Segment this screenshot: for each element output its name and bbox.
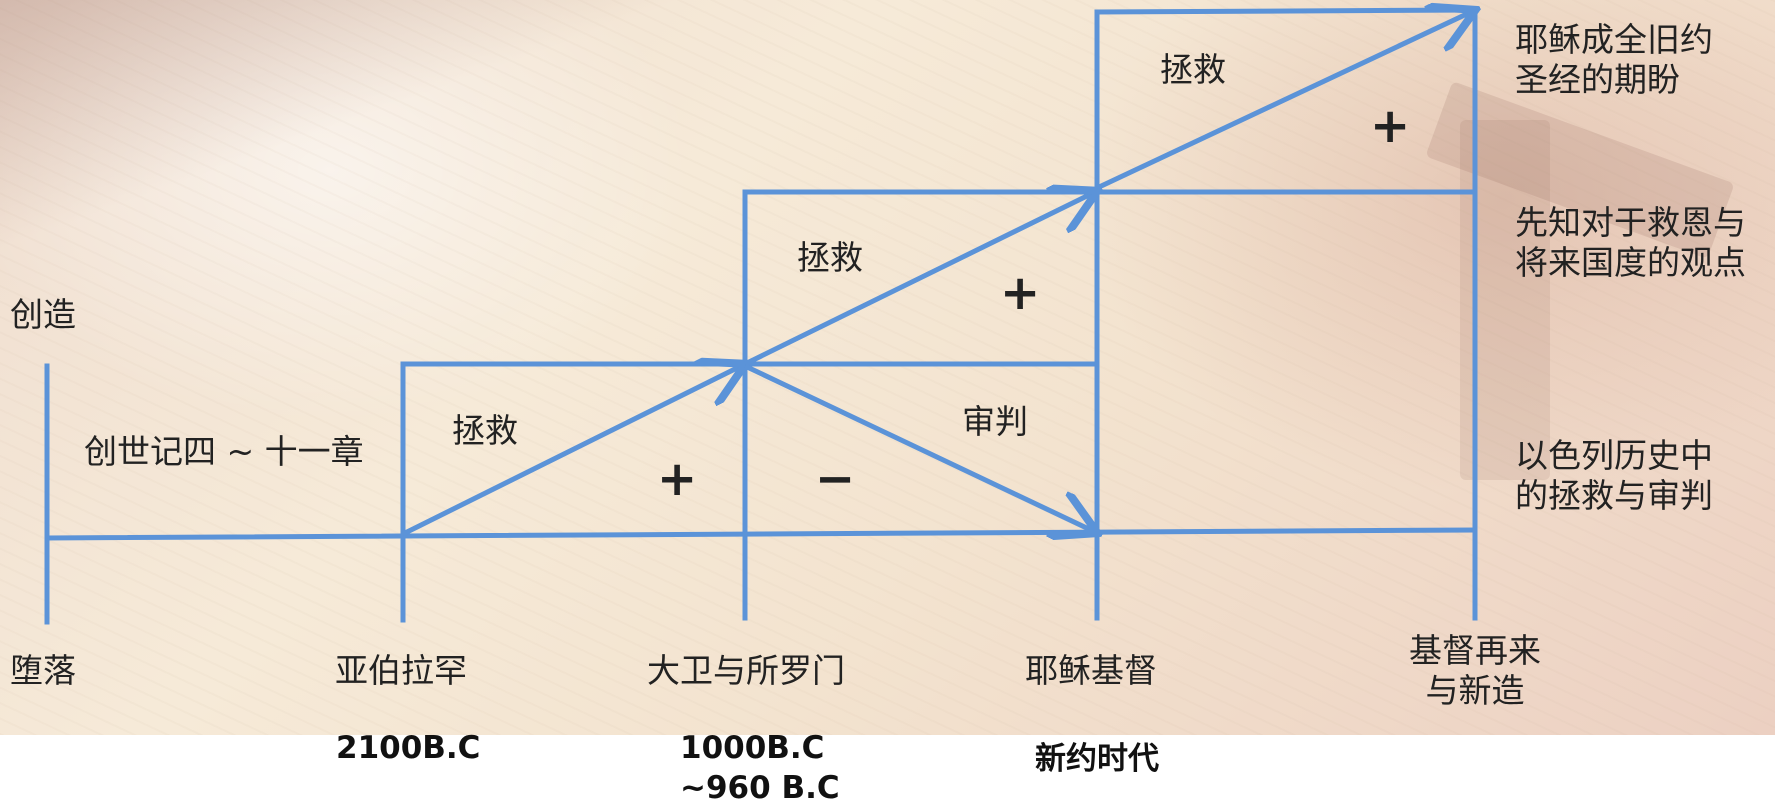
- legend-middle-line1: 先知对于救恩与: [1515, 203, 1746, 242]
- label-new-testament-era: 新约时代: [1035, 741, 1159, 777]
- legend-top-line2: 圣经的期盼: [1515, 59, 1680, 99]
- plus-sign-david: +: [1000, 265, 1041, 321]
- label-rescue-david: 拯救: [797, 238, 863, 277]
- arrow-rescue-david-to-jesus: [743, 193, 1093, 367]
- legend-middle-line2: 将来国度的观点: [1515, 242, 1746, 282]
- label-judgement: 审判: [962, 402, 1028, 441]
- legend-bottom-line2: 的拯救与审判: [1515, 475, 1713, 515]
- legend-top: 耶稣成全旧约 圣经的期盼: [1515, 20, 1713, 99]
- label-david-solomon: 大卫与所罗门: [647, 651, 845, 690]
- legend-top-line1: 耶稣成全旧约: [1515, 20, 1713, 59]
- date-abraham: 2100B.C: [336, 730, 481, 766]
- arrow-rescue-abraham-to-david: [401, 366, 741, 537]
- minus-sign-judgement: −: [815, 451, 856, 507]
- label-rescue-jesus: 拯救: [1160, 50, 1226, 89]
- background: [0, 0, 1775, 735]
- plus-sign-jesus: +: [1370, 98, 1411, 154]
- date-david-solomon-line1: 1000B.C: [680, 730, 825, 766]
- label-abraham: 亚伯拉罕: [335, 651, 467, 690]
- legend-middle: 先知对于救恩与 将来国度的观点: [1515, 203, 1746, 282]
- label-rescue-abraham: 拯救: [452, 411, 518, 450]
- plus-sign-abraham: +: [657, 451, 698, 507]
- label-second-coming-line1: 基督再来: [1409, 631, 1541, 670]
- label-second-coming: 基督再来 与新造: [1400, 631, 1550, 710]
- legend-bottom: 以色列历史中 的拯救与审判: [1515, 436, 1713, 515]
- label-genesis-chapters: 创世记四 ~ 十一章: [84, 432, 364, 471]
- open-bible-background-image: [0, 0, 1775, 735]
- legend-bottom-line1: 以色列历史中: [1515, 436, 1713, 475]
- date-david-solomon-line2: ~960 B.C: [680, 770, 840, 806]
- baseline: [44, 527, 1478, 541]
- label-creation: 创造: [10, 295, 76, 334]
- arrow-judgement-david-to-jesus: [743, 363, 1093, 531]
- arrow-rescue-jesus-to-second-coming: [1095, 12, 1471, 191]
- label-jesus-christ: 耶稣基督: [1025, 651, 1157, 690]
- label-second-coming-line2: 与新造: [1425, 670, 1525, 710]
- horizontal-line-jesus-top: [1094, 7, 1478, 15]
- label-fall: 堕落: [10, 651, 76, 690]
